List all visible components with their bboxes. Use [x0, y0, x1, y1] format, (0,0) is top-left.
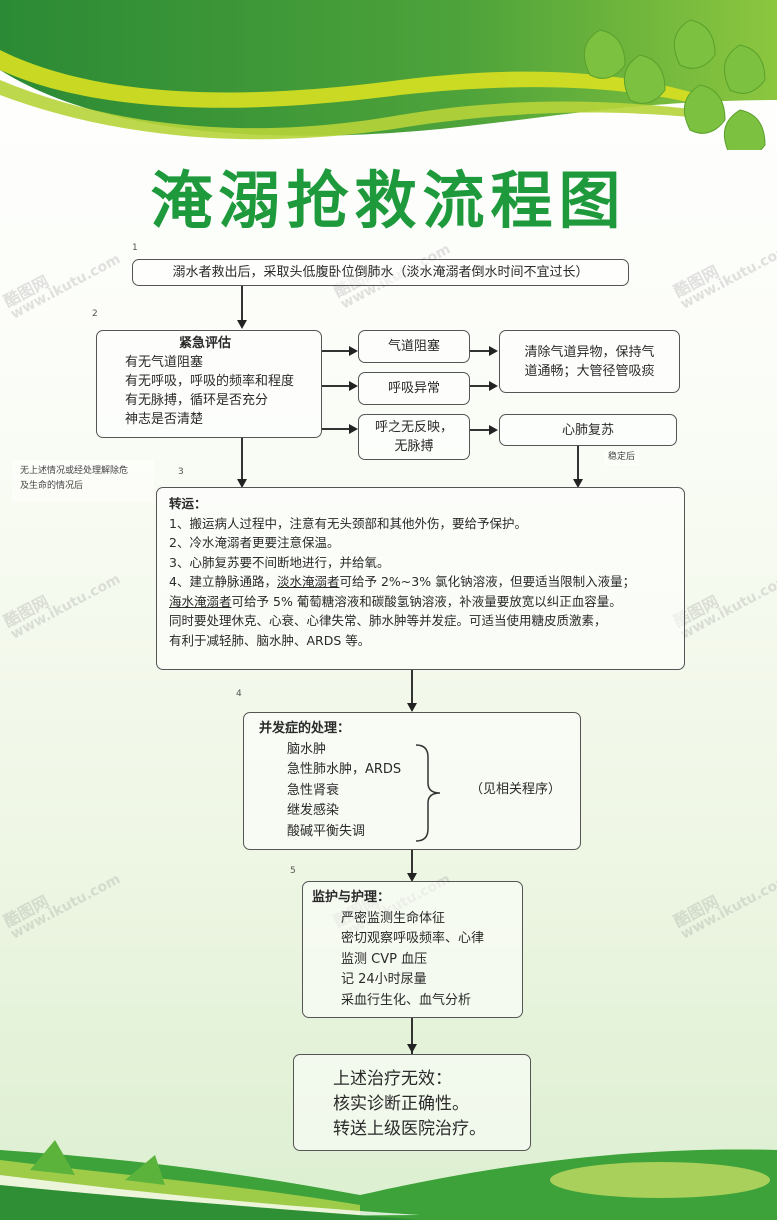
monitoring-item: 密切观察呼吸频率、心律	[341, 931, 485, 946]
step-number-4: 4	[236, 689, 242, 699]
transport-item-4-cont: 有利于减轻肺、脑水肿、ARDS 等。	[169, 632, 371, 648]
condition-abnormal-breathing: 呼吸异常	[358, 372, 470, 405]
final-line: 转送上级医院治疗。	[333, 1119, 486, 1139]
complication-item: 酸碱平衡失调	[287, 823, 366, 839]
complications-box: 并发症的处理： 脑水肿 急性肺水肿，ARDS 急性肾衰 继发感染 酸碱平衡失调 …	[243, 712, 581, 850]
step-number-5: 5	[290, 866, 296, 876]
arrow-right-icon	[489, 346, 498, 356]
assessment-item: 有无呼吸，呼吸的频率和程度	[125, 374, 295, 389]
transport-item-4-cont: 同时要处理休克、心衰、心律失常、肺水肿等并发症。可适当使用糖皮质激素，	[169, 613, 607, 628]
final-escalation-box: 上述治疗无效： 核实诊断正确性。 转送上级医院治疗。	[293, 1054, 531, 1151]
monitoring-item: 记 24小时尿量	[341, 972, 427, 987]
emergency-assessment-box: 紧急评估 有无气道阻塞 有无呼吸，呼吸的频率和程度 有无脉搏，循环是否充分 神志…	[96, 330, 322, 438]
transport-item: 3、心肺复苏要不间断地进行，并给氧。	[169, 554, 390, 570]
arrow-right-icon	[349, 381, 358, 391]
monitoring-title: 监护与护理：	[312, 890, 391, 905]
footer-hills-decoration	[0, 1140, 777, 1220]
assessment-item: 有无气道阻塞	[125, 355, 204, 370]
monitoring-box: 监护与护理： 严密监测生命体征 密切观察呼吸频率、心律 监测 CVP 血压 记 …	[302, 881, 523, 1018]
page-title: 淹溺抢救流程图	[150, 164, 627, 237]
arrow-right-icon	[349, 424, 358, 434]
connector	[470, 350, 490, 352]
complication-item: 急性肺水肿，ARDS	[287, 762, 402, 777]
connector	[470, 385, 490, 387]
condition-airway-obstruction: 气道阻塞	[358, 330, 470, 363]
monitoring-item: 监测 CVP 血压	[341, 951, 428, 967]
connector	[322, 385, 350, 387]
transport-item: 2、冷水淹溺者更要注意保温。	[169, 535, 340, 550]
arrow-right-icon	[349, 346, 358, 356]
side-note: 无上述情况或经处理解除危 及生命的情况后	[12, 460, 154, 502]
arrow-down-icon	[237, 320, 247, 329]
arrow-right-icon	[489, 381, 498, 391]
transport-item: 1、搬运病人过程中，注意有无头颈部和其他外伤，要给予保护。	[169, 515, 527, 531]
action-clear-airway: 清除气道异物，保持气 道通畅；大管径管吸痰	[499, 330, 680, 393]
stable-after-label: 稳定后	[604, 450, 640, 465]
monitoring-item: 严密监测生命体征	[341, 910, 446, 926]
connector	[470, 429, 490, 431]
see-related-procedure: （见相关程序）	[470, 782, 562, 797]
assessment-item: 神志是否清楚	[125, 412, 204, 427]
step1-text: 溺水者救出后，采取头低腹卧位倒肺水（淡水淹溺者倒水时间不宜过长）	[172, 265, 589, 280]
complications-title: 并发症的处理：	[259, 721, 351, 736]
arrow-down-icon	[237, 479, 247, 488]
connector	[322, 428, 350, 430]
step-number-1: 1	[132, 243, 138, 253]
leaf-icon	[583, 19, 766, 150]
transport-title: 转运：	[169, 496, 207, 511]
condition-unresponsive-no-pulse: 呼之无反映， 无脉搏	[358, 414, 470, 460]
complication-item: 脑水肿	[287, 741, 327, 757]
connector	[577, 446, 579, 482]
connector	[241, 286, 243, 322]
transport-box: 转运： 1、搬运病人过程中，注意有无头颈部和其他外伤，要给予保护。 2、冷水淹溺…	[156, 487, 685, 670]
connector	[411, 850, 413, 875]
assessment-item: 有无脉搏，循环是否充分	[125, 393, 269, 408]
assessment-title: 紧急评估	[179, 336, 232, 351]
connector	[411, 670, 413, 705]
transport-item-4: 4、建立静脉通路，淡水淹溺者可给予 2%~3% 氯化钠溶液，但要适当限制入液量；	[169, 574, 636, 589]
arrow-down-icon	[407, 1044, 417, 1053]
arrow-right-icon	[489, 425, 498, 435]
action-cpr: 心肺复苏	[499, 414, 677, 446]
arrow-down-icon	[407, 873, 417, 882]
connector	[322, 350, 350, 352]
monitoring-item: 采血行生化、血气分析	[341, 992, 472, 1008]
complication-item: 继发感染	[287, 803, 340, 818]
complication-item: 急性肾衰	[287, 782, 340, 798]
transport-item-4-cont: 海水淹溺者可给予 5% 葡萄糖溶液和碳酸氢钠溶液，补液量要放宽以纠正血容量。	[169, 593, 622, 609]
arrow-down-icon	[407, 703, 417, 712]
final-line: 上述治疗无效：	[333, 1069, 452, 1089]
step1-box: 溺水者救出后，采取头低腹卧位倒肺水（淡水淹溺者倒水时间不宜过长）	[132, 259, 629, 286]
arrow-down-icon	[573, 479, 583, 488]
header-wave-decoration	[0, 0, 777, 150]
step-number-3: 3	[178, 467, 184, 477]
step-number-2: 2	[92, 309, 98, 319]
connector	[241, 438, 243, 482]
final-line: 核实诊断正确性。	[333, 1094, 469, 1114]
curly-brace-icon	[415, 744, 441, 842]
connector	[411, 1018, 413, 1054]
